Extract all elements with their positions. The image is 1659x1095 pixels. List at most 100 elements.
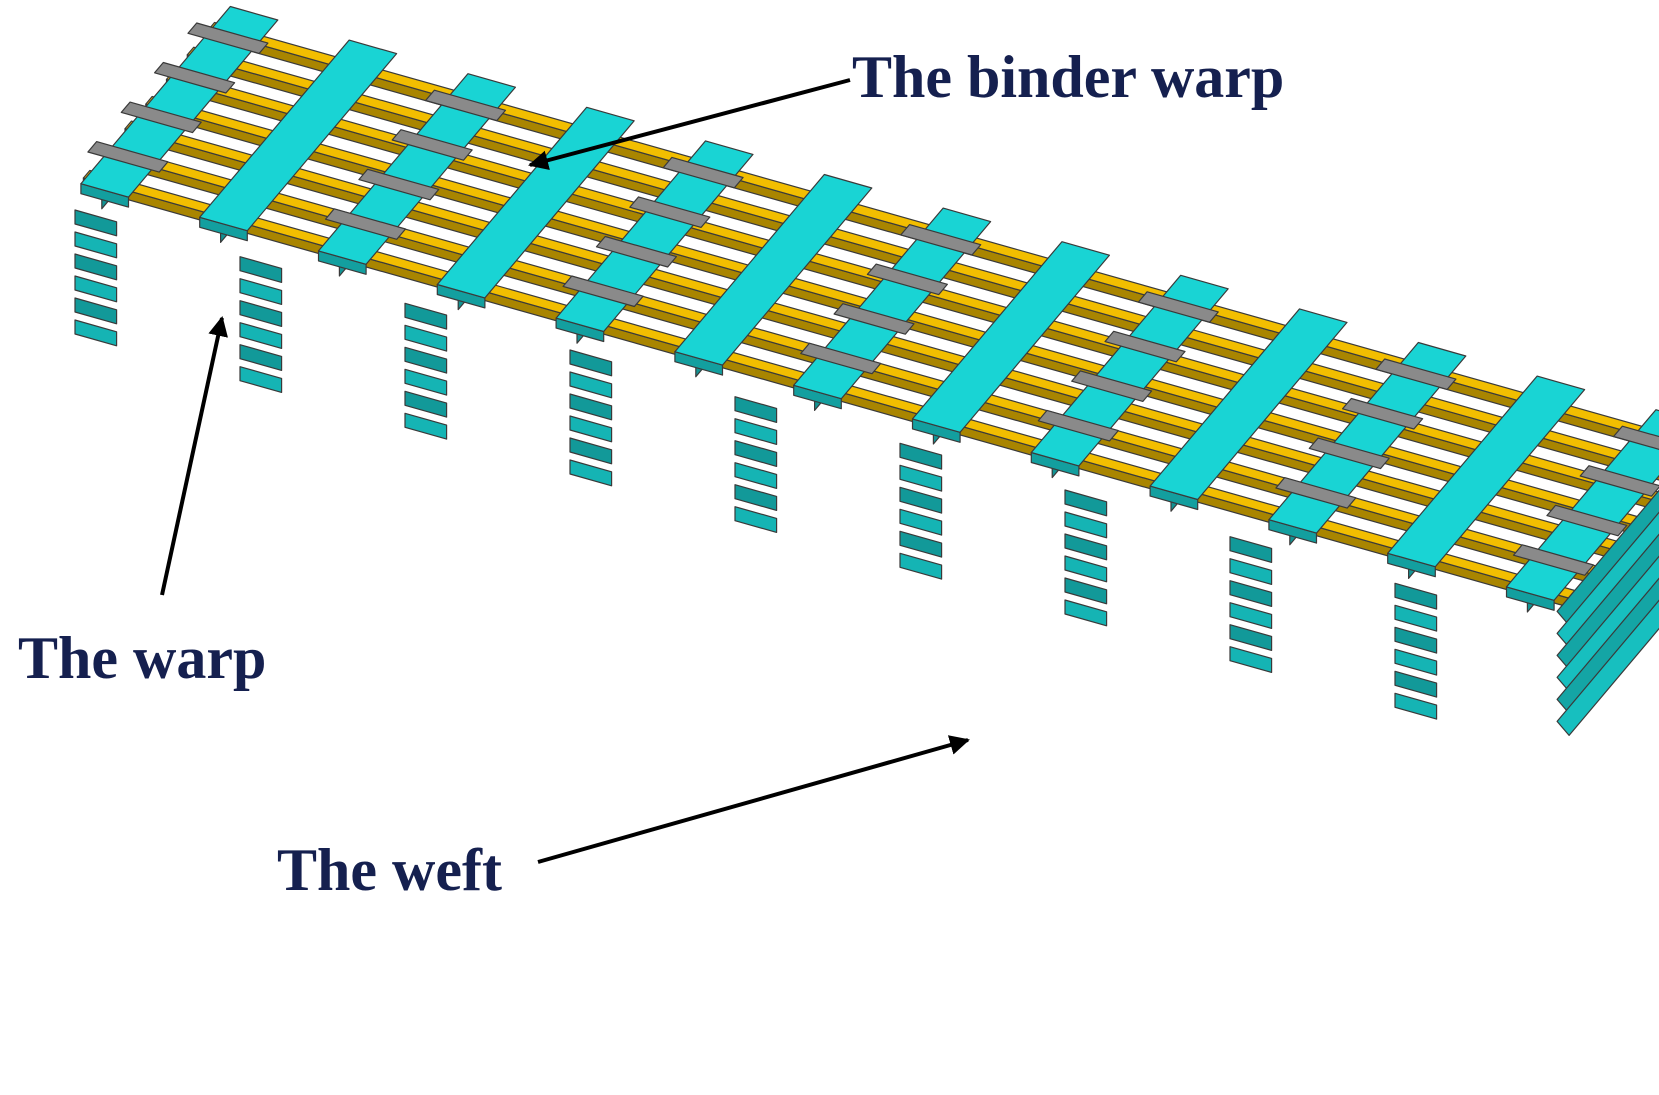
warp-side-face — [734, 440, 778, 467]
warp-side-face — [74, 319, 118, 347]
binder-warp-strap — [900, 224, 982, 256]
warp-side-face — [239, 278, 283, 305]
warp-side-face — [1394, 692, 1438, 720]
warp-tape — [1149, 308, 1348, 501]
warp-side-face — [1229, 646, 1273, 674]
warp-side-face — [734, 462, 778, 489]
warp-side-face — [899, 530, 943, 558]
binder-warp-strap — [833, 303, 915, 335]
binder-warp-strap — [1579, 465, 1659, 497]
warp-tape — [317, 73, 517, 265]
binder-warp-strap — [1308, 437, 1390, 470]
warp-side-face — [74, 209, 118, 237]
warp-side-face — [1229, 624, 1273, 652]
warp-side-face — [734, 418, 778, 445]
binder-warp-strap — [562, 275, 644, 308]
binder-warp-strap — [1275, 477, 1357, 509]
warp-side-face — [239, 300, 283, 327]
warp-side-face — [404, 324, 448, 352]
warp-side-face — [1064, 577, 1108, 605]
warp-side-face — [74, 253, 118, 281]
warp-side-face — [1394, 582, 1438, 610]
binder-warp-strap — [358, 168, 440, 201]
binder-warp-strap — [154, 61, 236, 94]
warp-side-face — [74, 275, 118, 303]
binder-warp-strap — [87, 141, 169, 173]
warp-side-face — [1229, 580, 1273, 608]
binder-warp-strap — [391, 129, 473, 161]
warp-side-face — [1394, 670, 1438, 698]
binder-warp-strap — [1071, 370, 1153, 402]
binder-warp-strap — [1104, 330, 1186, 363]
binder-warp-strap — [187, 22, 269, 55]
weft-leader — [537, 735, 970, 864]
warp-side-face — [569, 437, 613, 465]
warp-side-face — [1064, 511, 1108, 539]
warp-side-face — [1064, 489, 1108, 517]
warp-side-face — [239, 256, 283, 283]
binder-warp-strap — [425, 89, 507, 122]
warp-side-face — [1064, 599, 1108, 627]
warp-side-face — [899, 508, 943, 536]
warp-side-face — [404, 368, 448, 396]
warp-side-face — [404, 390, 448, 418]
warp-side-face — [1229, 536, 1273, 564]
warp-tape — [80, 5, 279, 198]
binder-warp-strap — [1612, 425, 1659, 450]
warp-tape — [555, 140, 754, 333]
binder-warp-strap — [324, 208, 407, 240]
warp-side-face — [404, 302, 448, 330]
warp-side-face — [569, 371, 613, 399]
binder-warp-strap — [629, 196, 711, 228]
warp-side-face — [1229, 558, 1273, 586]
warp-side-face — [899, 442, 943, 470]
warp-side-face — [404, 346, 448, 374]
binder-warp-strap — [1341, 397, 1424, 430]
warp-side-face — [569, 393, 613, 421]
warp-leader — [160, 316, 228, 596]
warp-side-face — [899, 486, 943, 514]
warp-side-face — [899, 552, 943, 580]
warp-tape — [911, 241, 1111, 433]
warp-tape — [793, 207, 992, 400]
binder-warp-strap — [1137, 291, 1219, 323]
warp-side-face — [1064, 555, 1108, 583]
binder-warp-strap — [800, 342, 882, 375]
warp-side-face — [74, 297, 118, 325]
warp-side-face — [899, 464, 943, 492]
warp-side-face — [1394, 626, 1438, 654]
binder-warp-strap — [866, 263, 949, 296]
warp-side-face — [569, 459, 613, 487]
warp-tape — [1268, 341, 1467, 534]
warp-tape — [1387, 375, 1586, 568]
warp-side-face — [239, 366, 283, 393]
fabric-model — [74, 5, 1659, 737]
warp-tape — [436, 106, 635, 299]
binder-warp-strap — [662, 156, 744, 189]
binder-warp-strap — [1037, 409, 1119, 442]
warp-tape — [1030, 274, 1229, 467]
binder-warp-label: The binder warp — [852, 44, 1284, 110]
binder-warp-leader — [528, 78, 851, 171]
warp-side-face — [569, 415, 613, 443]
warp-side-face — [1394, 648, 1438, 676]
binder-warp-strap — [1512, 544, 1595, 576]
warp-side-face — [404, 412, 448, 440]
warp-tape — [674, 173, 873, 366]
warp-label: The warp — [18, 625, 266, 691]
binder-warp-strap — [120, 101, 202, 134]
warp-side-face — [74, 231, 118, 259]
warp-tape — [199, 39, 398, 232]
binder-warp-strap — [1375, 358, 1457, 390]
warp-side-face — [1229, 602, 1273, 630]
warp-side-face — [734, 506, 778, 534]
warp-side-face — [1394, 604, 1438, 632]
warp-side-face — [569, 349, 613, 377]
binder-warp-strap — [1546, 504, 1628, 537]
weft-label: The weft — [277, 837, 502, 903]
warp-side-face — [239, 322, 283, 349]
warp-side-face — [734, 396, 778, 423]
warp-side-face — [239, 344, 283, 371]
binder-warp-strap — [595, 235, 678, 268]
